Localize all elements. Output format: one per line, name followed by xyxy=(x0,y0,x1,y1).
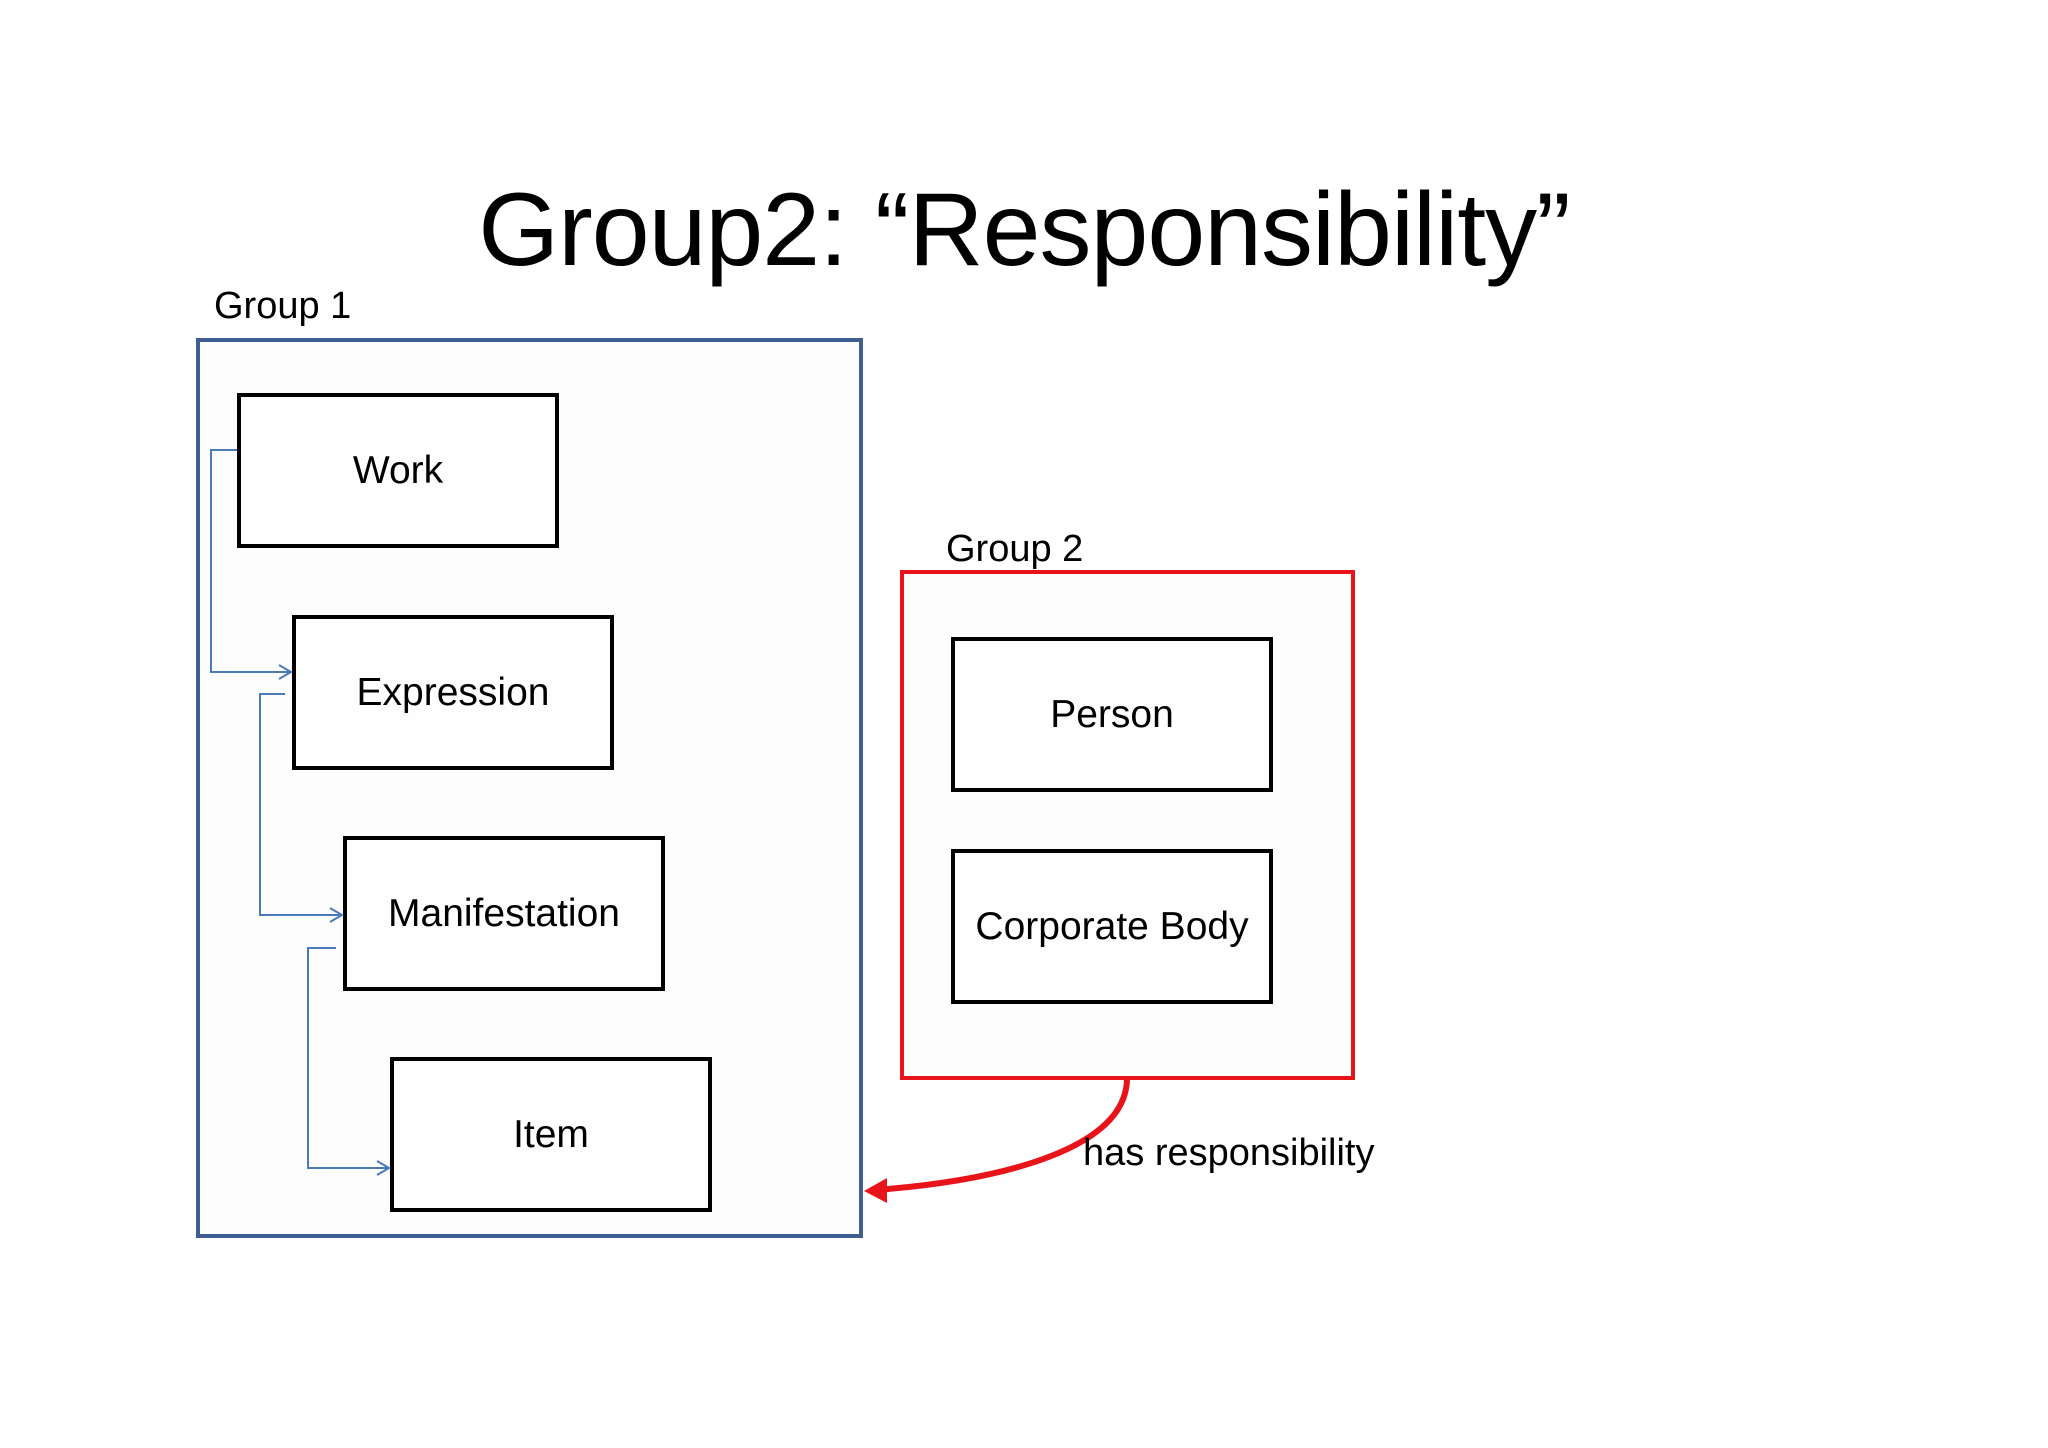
group-1-label: Group 1 xyxy=(214,285,352,327)
entity-work-label: Work xyxy=(352,448,444,492)
relationship-arrowhead xyxy=(864,1178,887,1203)
entity-item-label: Item xyxy=(513,1112,589,1156)
entity-item: Item xyxy=(390,1057,712,1212)
relationship-label: has responsibility xyxy=(1083,1132,1375,1174)
entity-manifestation-label: Manifestation xyxy=(388,891,620,935)
entity-person-label: Person xyxy=(1050,692,1174,736)
entity-work: Work xyxy=(237,393,559,548)
entity-manifestation: Manifestation xyxy=(343,836,665,991)
group-2-label: Group 2 xyxy=(946,528,1084,570)
entity-corporate-body-label: Corporate Body xyxy=(975,904,1249,948)
entity-expression-label: Expression xyxy=(356,670,550,714)
entity-person: Person xyxy=(951,637,1273,792)
entity-corporate-body: Corporate Body xyxy=(951,849,1273,1004)
slide-title: Group2: “Responsibility” xyxy=(478,172,1571,288)
entity-expression: Expression xyxy=(292,615,614,770)
